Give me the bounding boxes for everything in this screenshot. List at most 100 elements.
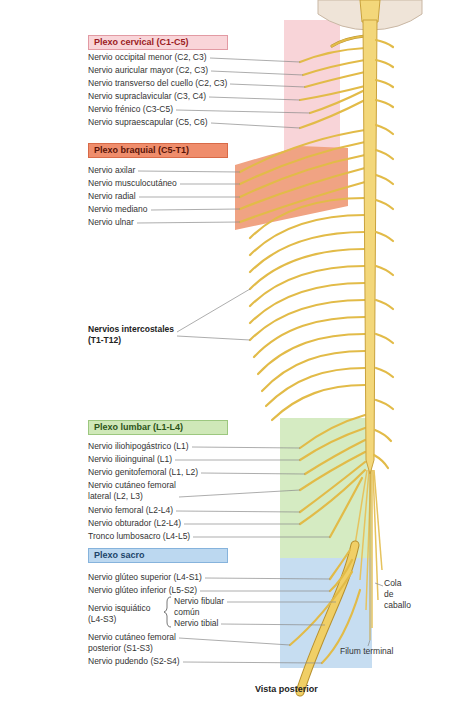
nerve-label: Nervio femoral (L2-L4) (88, 505, 173, 516)
nerve (240, 142, 365, 184)
cervical-region (284, 20, 340, 160)
leader-line (205, 578, 330, 579)
nerve-label: Nervio glúteo inferior (L5-S2) (88, 585, 197, 596)
leader-line (201, 473, 305, 474)
nerve-label: Nervio supraclavicular (C3, C4) (88, 91, 206, 102)
nerve (300, 470, 365, 524)
nerve (240, 168, 365, 209)
nerve (240, 130, 365, 172)
nerve (376, 60, 393, 67)
nerve (376, 232, 393, 241)
nerve-label: Nervio fibular común (174, 596, 232, 618)
nerve-label: Nervio cutáneo femoral posterior (S1-S3) (88, 632, 188, 654)
nerve (303, 60, 365, 75)
plexus-title: Plexo lumbar (L1-L4) (94, 421, 222, 434)
nerve (300, 48, 365, 62)
nerve-outline (332, 36, 365, 46)
leader-line (375, 583, 383, 586)
filum-terminale (370, 470, 371, 640)
plexus-header-box: Plexo braquial (C5-T1) (88, 143, 228, 158)
nerve (376, 368, 393, 377)
nerve-label: Filum terminal (340, 646, 393, 657)
nerve-label: Nervio mediano (88, 204, 148, 215)
nerve-label: Nervio radial (88, 191, 136, 202)
leader-line (230, 84, 305, 87)
nerve-label: Nervio frénico (C3-C5) (88, 104, 173, 115)
nerve-label: Nervio auricular mayor (C2, C3) (88, 65, 208, 76)
nerve (376, 125, 393, 134)
nerve-label: Nervios intercostales (T1-T12) (88, 324, 188, 346)
nerve-label: Nervio transverso del cuello (C2, C3) (88, 78, 227, 89)
nerve (310, 90, 365, 113)
leader-line (221, 624, 325, 625)
leader-line (151, 209, 240, 210)
nerve (240, 155, 365, 197)
nerve-label: Nervio pudendo (S2-S4) (88, 656, 180, 667)
nerve-label: Nervio musculocutáneo (88, 178, 177, 189)
nerve (300, 462, 365, 512)
right-nerve-stubs (374, 40, 393, 468)
nerve-root (371, 470, 373, 628)
leader-line (177, 336, 250, 340)
nerve (376, 80, 393, 87)
nerve (266, 368, 365, 406)
nerve-label: Nervio obturador (L2-L4) (88, 518, 181, 529)
plexus-header-box: Plexo cervical (C1-C5) (88, 35, 228, 50)
nerve-label: Nervio ilioinguinal (L1) (88, 454, 172, 465)
leader-line (184, 524, 300, 525)
leader-line (176, 110, 310, 113)
plexus-header-box: Plexo lumbar (L1-L4) (88, 420, 228, 435)
plexus-title: Plexo cervical (C1-C5) (94, 36, 222, 49)
nerve (374, 455, 388, 468)
sciatic-outline (300, 545, 355, 692)
leader-line (211, 123, 300, 128)
nerve (376, 100, 393, 107)
cervical-nerves (300, 36, 365, 128)
view-caption: Vista posterior (255, 684, 318, 695)
leader-line (227, 602, 336, 603)
nerve-label: Nervio cutáneo femoral lateral (L2, L3) (88, 480, 188, 502)
nerve (272, 385, 365, 420)
leader-line (193, 537, 330, 538)
leader-line (192, 447, 300, 448)
nerve (376, 175, 393, 184)
nerve-label: Nervio iliohipogástrico (L1) (88, 441, 189, 452)
nerve (376, 150, 393, 159)
leader-line (179, 490, 300, 497)
nerve (376, 200, 393, 209)
leader-line (176, 511, 300, 512)
leader-line (139, 197, 240, 198)
nerve (376, 400, 393, 409)
nerve-label: Nervio tibial (174, 618, 218, 629)
plexus-title: Plexo sacro (94, 549, 222, 562)
nerve (332, 36, 365, 46)
nerve-label: Nervio isquiático (L4-S3) (88, 603, 162, 625)
intercostal-nerves (250, 198, 365, 420)
nerve-label: Nervio occipital menor (C2, C3) (88, 52, 207, 63)
leader-line (211, 71, 303, 75)
leader-line (210, 58, 300, 62)
sciatic-nerve (300, 545, 355, 692)
nerve-label: Nervio glúteo superior (L4-S1) (88, 572, 202, 583)
nerve-label: Nervio genitofemoral (L1, L2) (88, 467, 198, 478)
plexus-title: Plexo braquial (C5-T1) (94, 144, 222, 157)
leader-line (138, 171, 240, 172)
brachial-nerves (240, 130, 365, 222)
nerve-label: Tronco lumbosacro (L4-L5) (88, 531, 190, 542)
nerve (330, 550, 350, 579)
nerve-label: Nervio ulnar (88, 217, 134, 228)
nerve (376, 266, 393, 275)
leader-line (209, 97, 300, 100)
nerve (300, 100, 365, 128)
brainstem (360, 0, 380, 22)
leader-line (368, 640, 370, 646)
nerve (300, 86, 365, 100)
leader-line (180, 184, 240, 185)
nerve (376, 300, 393, 309)
leader-line (183, 662, 322, 663)
nerve-label: Cola de caballo (384, 578, 410, 611)
nerve (375, 430, 391, 441)
nerve-root (374, 470, 382, 570)
sacral-nerves (290, 545, 360, 692)
